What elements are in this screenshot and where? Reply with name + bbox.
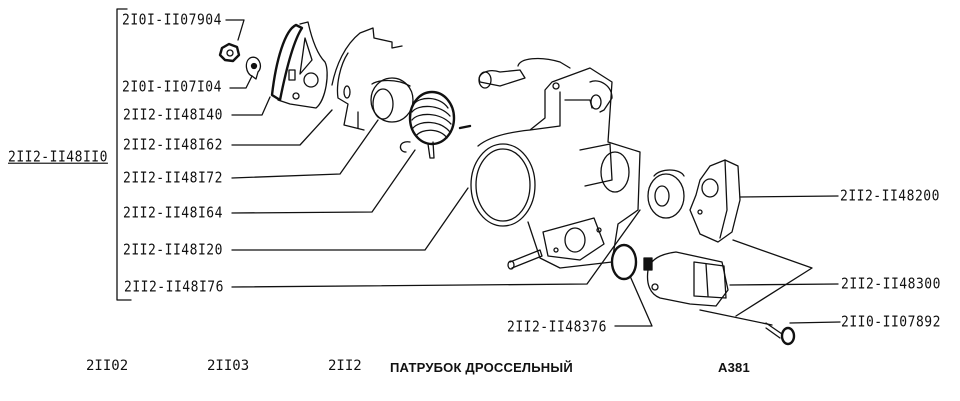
- model-label-1: 2II02: [86, 358, 129, 374]
- callout-nut: 2I0I-II07904: [122, 11, 222, 30]
- leader-lines-right: [614, 195, 841, 327]
- lock-washer-part: [245, 56, 262, 80]
- callout-lever-bracket: 2II2-II48I62: [123, 136, 223, 155]
- assembly-part-number: 2II2-II48II0: [8, 148, 108, 167]
- nut-part: [218, 42, 241, 63]
- torsion-spring-part: [399, 90, 456, 159]
- sheet-code: А381: [718, 360, 750, 375]
- throttle-sector-part: [270, 21, 328, 109]
- throttle-body-part: [458, 57, 641, 270]
- callout-idle-air-valve: 2II2-II48300: [841, 275, 941, 294]
- diagram-title: ПАТРУБОК ДРОССЕЛЬНЫЙ: [390, 360, 573, 375]
- throttle-position-sensor-part: [689, 159, 741, 243]
- leader-lines-left: [225, 19, 641, 288]
- model-label-2: 2II03: [207, 358, 250, 374]
- screw-part: [765, 322, 796, 346]
- callout-seal: 2II2-II48I76: [124, 278, 224, 297]
- o-ring-part: [610, 243, 638, 281]
- bushing-part: [370, 77, 414, 123]
- model-label-3: 2II2: [328, 358, 362, 374]
- idle-air-valve-part: [643, 251, 729, 307]
- assembly-bracket: [116, 8, 132, 301]
- callout-o-ring: 2II2-II48376: [507, 318, 607, 337]
- callout-throttle-sector: 2II2-II48I40: [123, 106, 223, 125]
- cylinder-seal-part: [647, 169, 685, 219]
- callout-throttle-position-sensor: 2II2-II48200: [840, 187, 940, 206]
- callout-torsion-spring: 2II2-II48I64: [123, 204, 223, 223]
- callout-throttle-body: 2II2-II48I20: [123, 241, 223, 260]
- callout-lock-washer: 2I0I-II07I04: [122, 78, 222, 97]
- callout-screw: 2II0-II07892: [841, 313, 941, 332]
- callout-bushing: 2II2-II48I72: [123, 169, 223, 188]
- lever-bracket-part: [331, 27, 403, 131]
